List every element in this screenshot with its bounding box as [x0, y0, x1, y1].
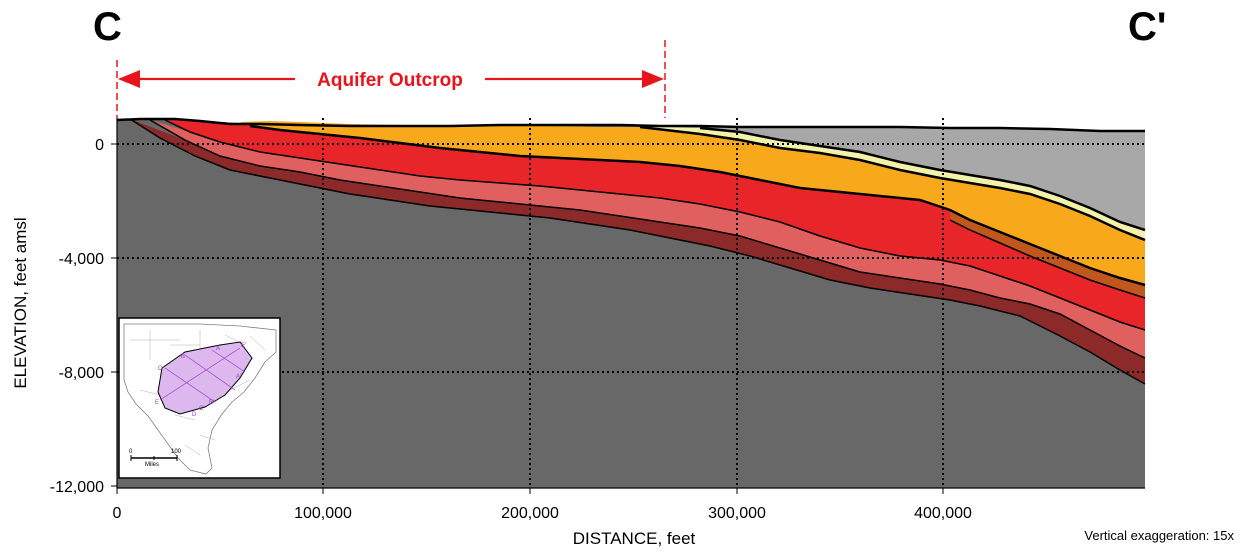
- y-tick-label: -8,000: [59, 365, 104, 382]
- x-axis-title: DISTANCE, feet: [573, 529, 696, 548]
- x-tick-label: 200,000: [501, 505, 559, 522]
- y-axis-title: ELEVATION, feet amsl: [11, 217, 30, 388]
- formation-boundaries: [116, 117, 1146, 385]
- y-tick-label: -4,000: [59, 251, 104, 268]
- map-label-a: A: [216, 346, 220, 352]
- map-label-e-prime: E': [241, 343, 246, 349]
- map-label-e: E: [155, 400, 159, 406]
- x-tick-label: 100,000: [294, 505, 352, 522]
- layer-pink: [150, 120, 1145, 358]
- x-tick-label: 300,000: [708, 505, 766, 522]
- y-tick-label: 0: [95, 137, 104, 154]
- x-tick-label: 0: [113, 505, 122, 522]
- section-end-label: C': [1128, 5, 1166, 49]
- layer-gray-cover: [660, 126, 1145, 230]
- vertical-exaggeration-note: Vertical exaggeration: 15x: [1084, 528, 1234, 543]
- study-area: [157, 341, 253, 415]
- map-label-a-prime: A': [236, 374, 241, 380]
- layer-red: [165, 120, 1145, 330]
- map-label-c: C: [158, 366, 163, 372]
- y-tick-label: -12,000: [50, 479, 104, 496]
- map-label-b-prime: B': [209, 400, 214, 406]
- location-map-inset: C B A E' A' B' C' D E 0 100 Miles: [118, 317, 281, 479]
- layer-orange: [240, 121, 1145, 285]
- x-tick-label: 400,000: [914, 505, 972, 522]
- map-label-c-prime: C': [199, 406, 204, 412]
- tick-marks: [111, 143, 944, 494]
- map-label-d: D: [192, 412, 197, 418]
- map-scale-zero: 0: [129, 449, 133, 455]
- outcrop-label: Aquifer Outcrop: [317, 70, 463, 91]
- aquifer-outcrop-marker: [116, 40, 666, 118]
- gridlines: [117, 118, 1145, 488]
- map-scale-hundred: 100: [171, 449, 182, 455]
- map-scale-unit: Miles: [145, 462, 159, 468]
- section-start-label: C: [93, 5, 122, 49]
- map-label-b: B: [181, 354, 185, 360]
